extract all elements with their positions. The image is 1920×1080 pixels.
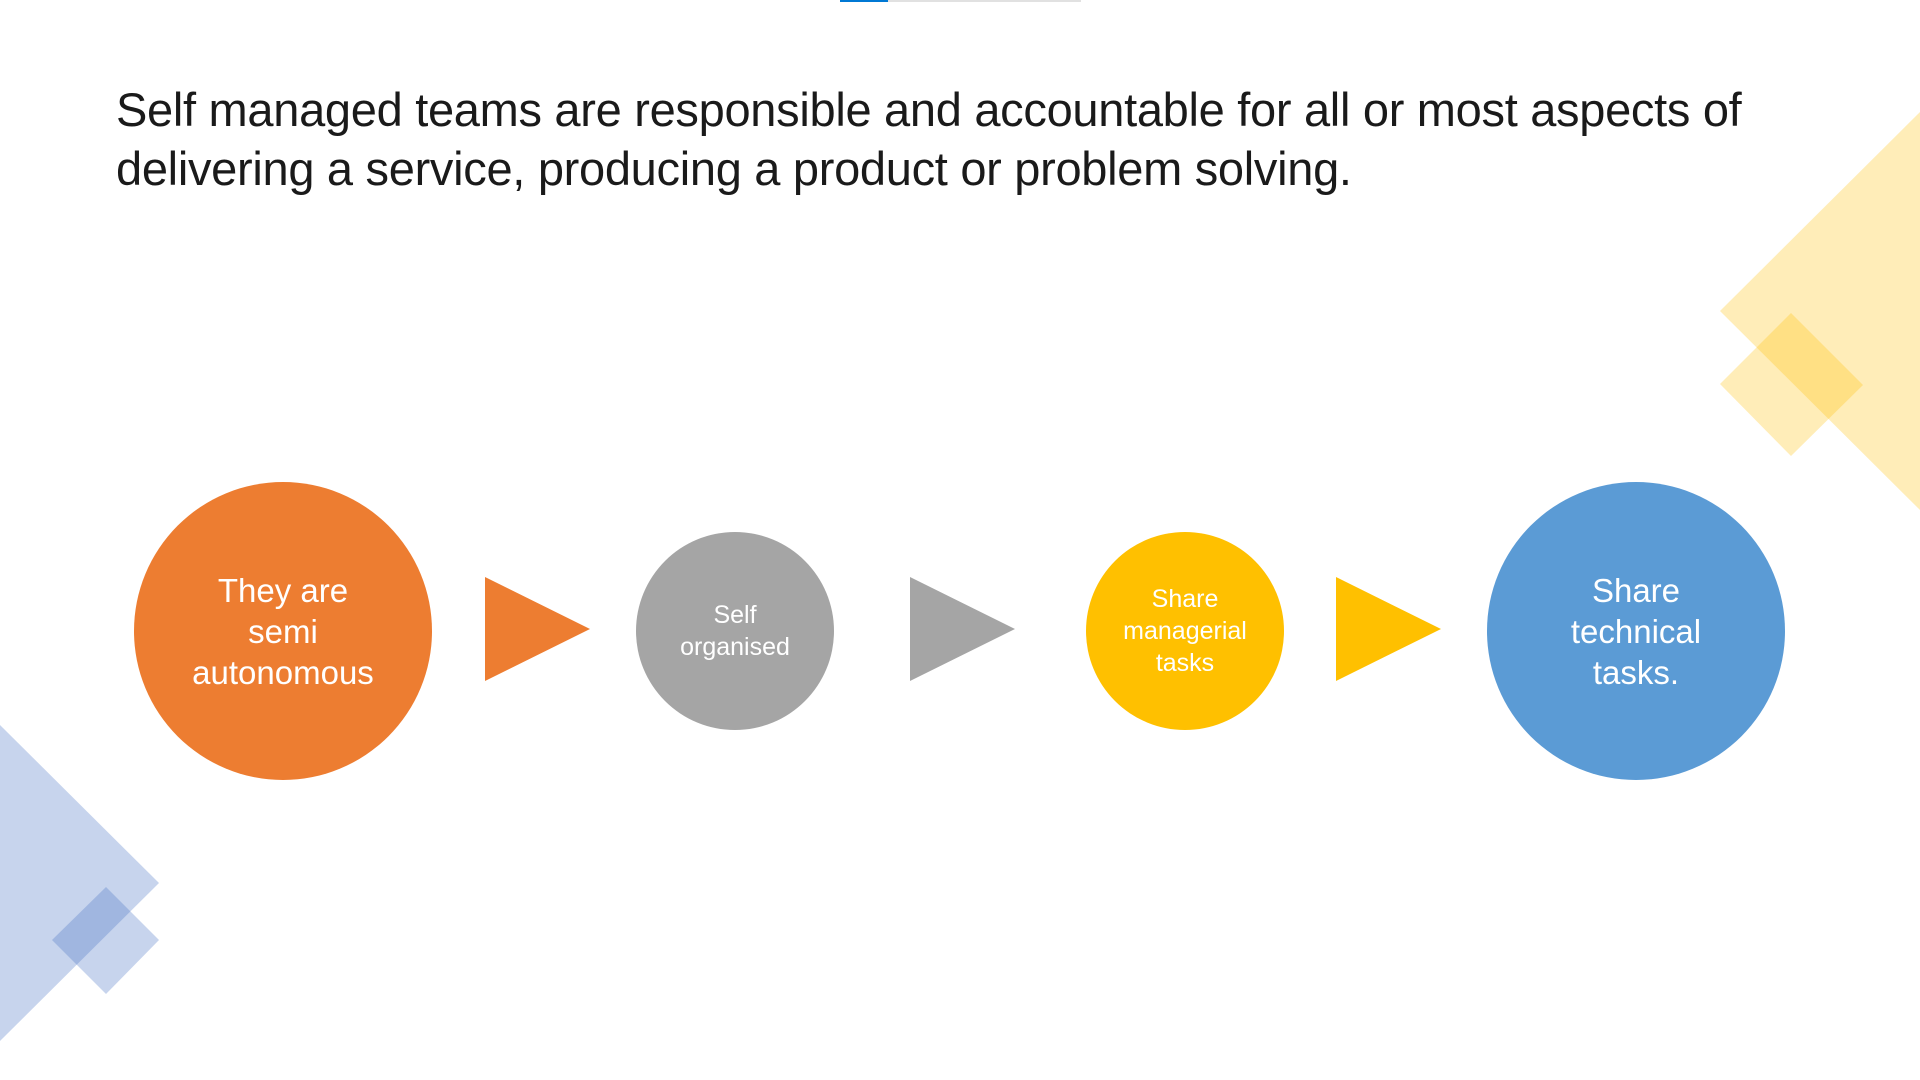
arrow-icon: [485, 577, 590, 681]
deco-diamond-blue-small: [52, 887, 159, 994]
arrow-icon: [910, 577, 1015, 681]
deco-diamond-yellow-small: [1720, 313, 1863, 456]
step-label: Self organised: [680, 601, 790, 661]
slideshow-progress-bar: [840, 0, 1081, 2]
progress-fill: [840, 0, 889, 2]
slide-title: Self managed teams are responsible and a…: [116, 83, 1742, 195]
arrow-icon: [1336, 577, 1441, 681]
step-circle-managerial-tasks: Share managerial tasks: [1086, 532, 1284, 730]
step-label: Share managerial tasks: [1123, 585, 1247, 677]
step-label: They are semi autonomous: [192, 571, 374, 691]
step-circle-technical-tasks: Share technical tasks.: [1487, 482, 1785, 780]
deco-diamond-blue-large: [0, 725, 159, 1041]
step-circle-semi-autonomous: They are semi autonomous: [134, 482, 432, 780]
deco-diamond-yellow-large: [1720, 112, 1920, 510]
step-label: Share technical tasks.: [1570, 571, 1702, 691]
step-circle-self-organised: Self organised: [636, 532, 834, 730]
